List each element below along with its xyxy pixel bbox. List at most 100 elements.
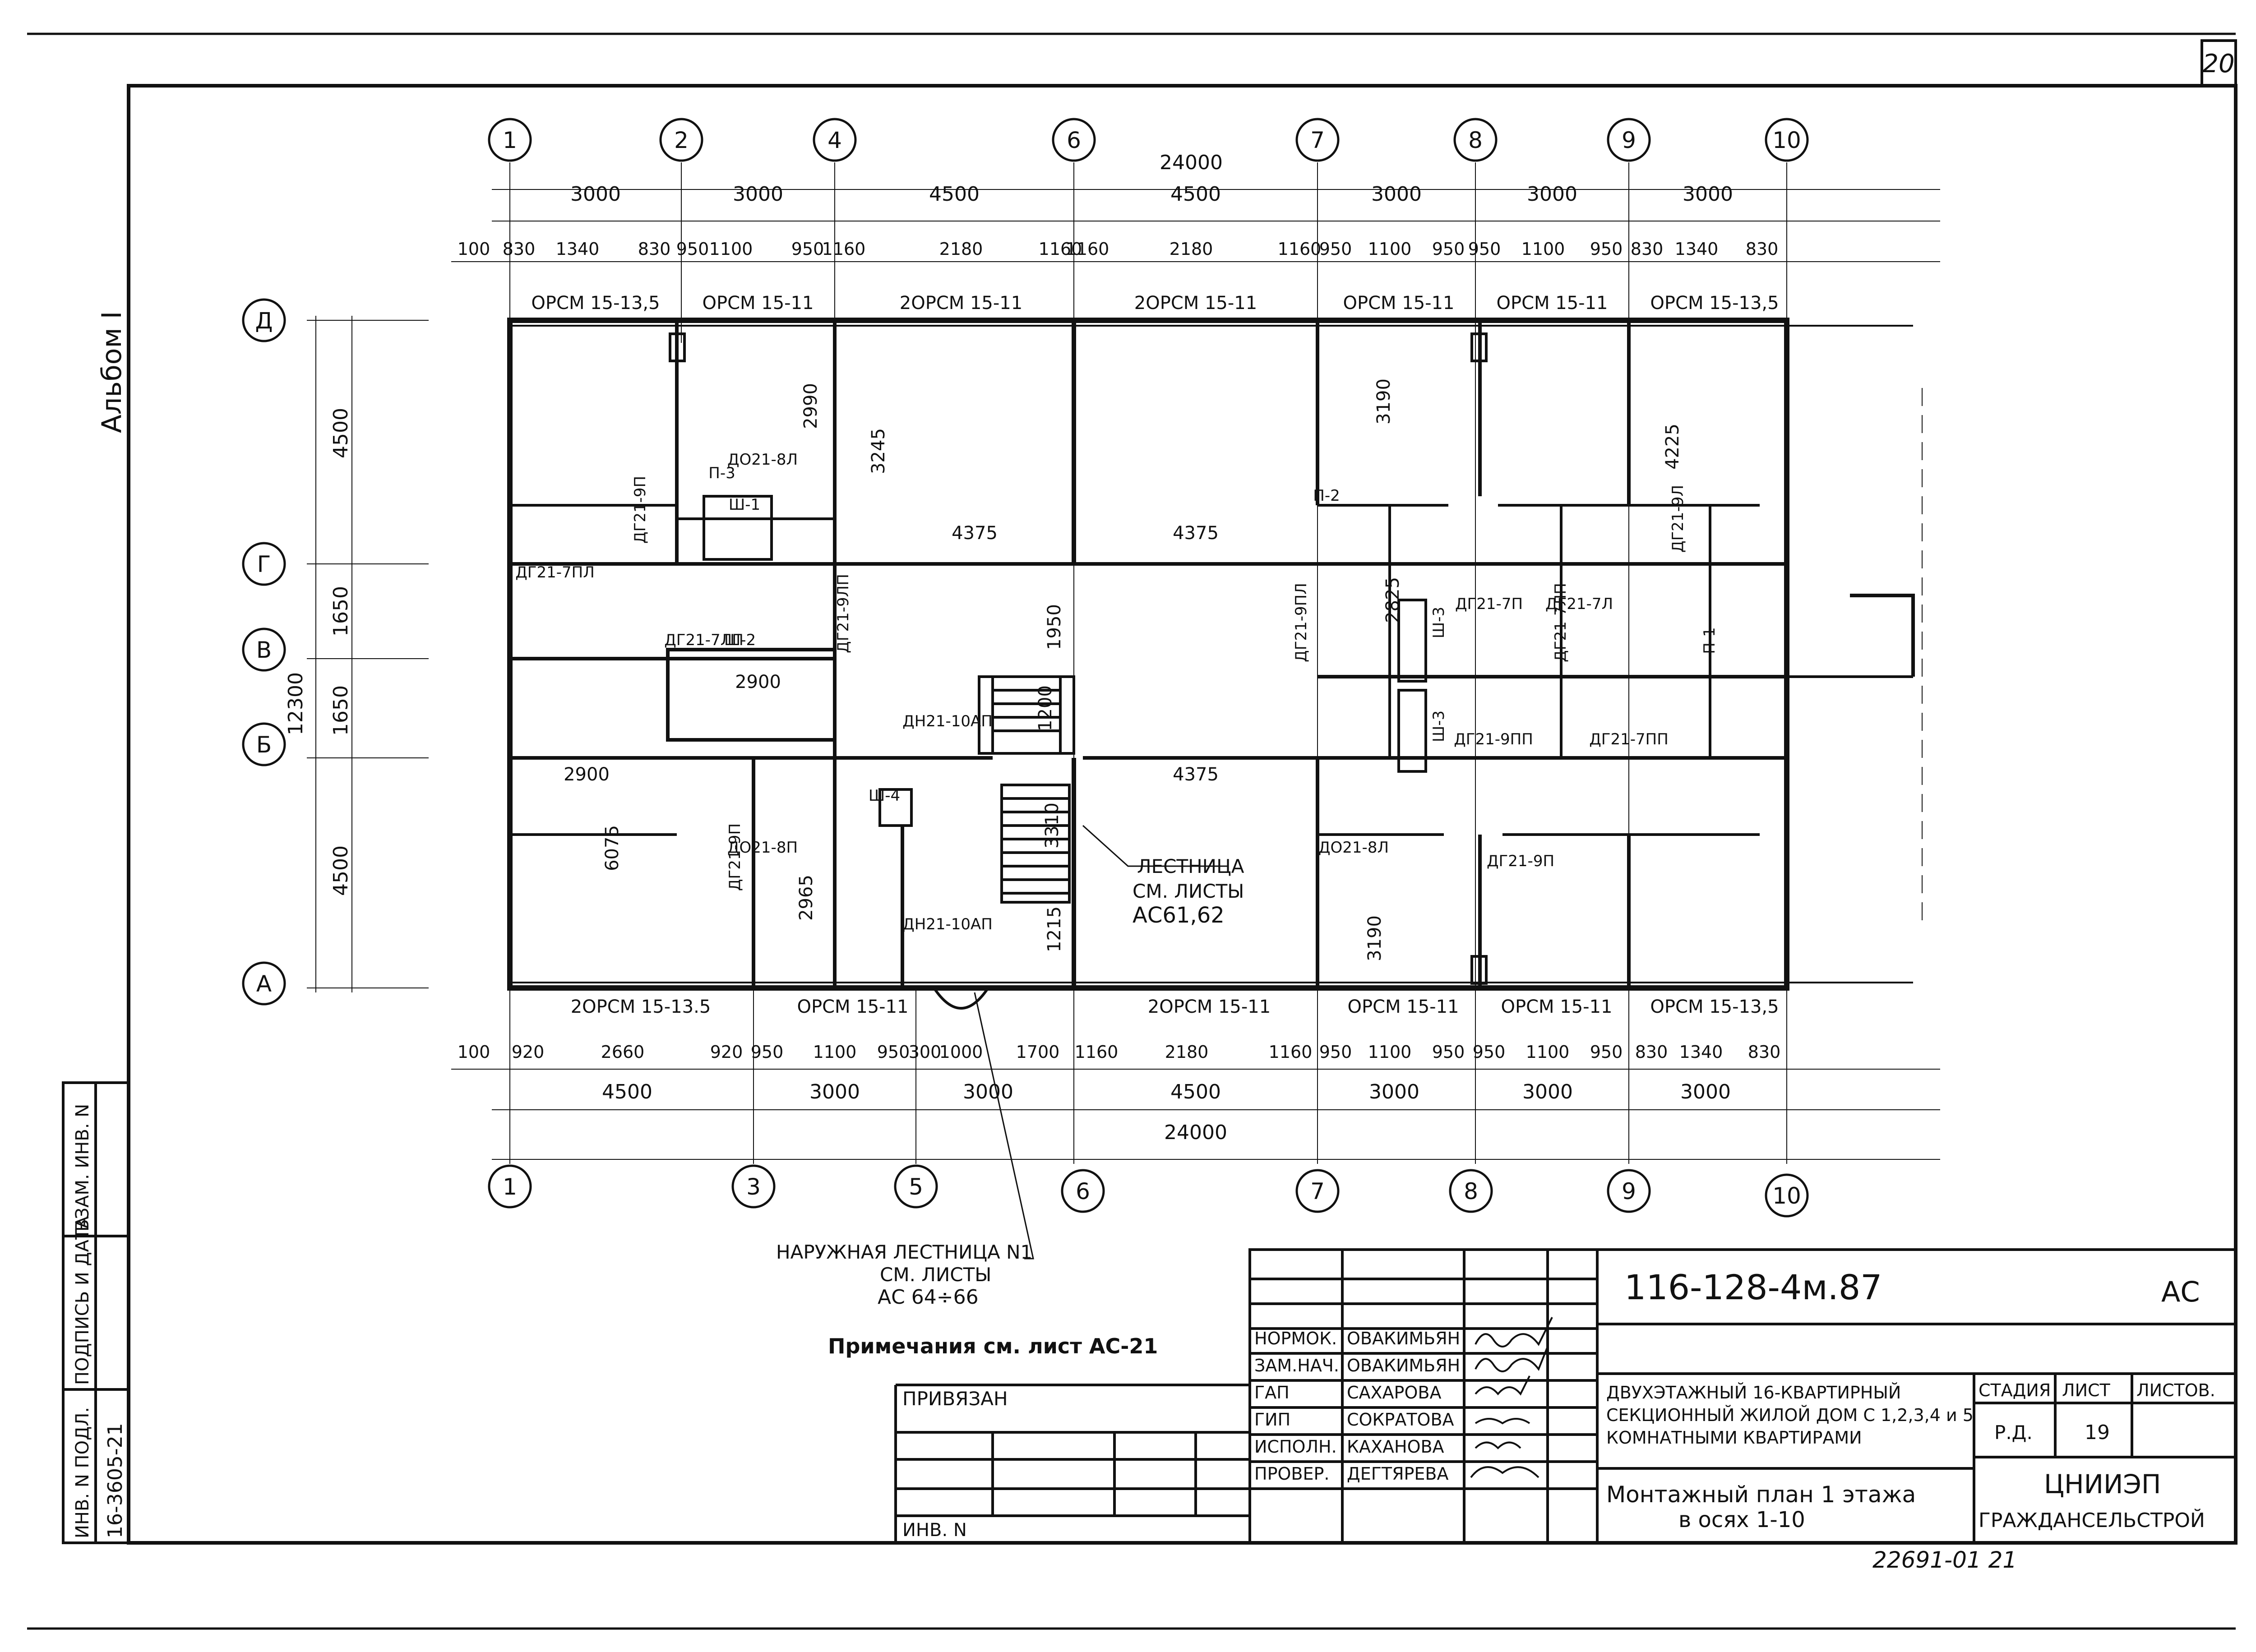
dim-top-bay: 3000 — [1683, 183, 1733, 206]
role-label: ПРОВЕР. — [1254, 1464, 1329, 1484]
partition-label: Ш-3 — [1430, 711, 1448, 742]
axis-label-top: 8 — [1468, 127, 1483, 153]
dim-top-detail: 2180 — [939, 239, 983, 259]
axis-label-bottom: 3 — [746, 1174, 761, 1200]
dim-bottom-detail: 1100 — [1526, 1042, 1570, 1062]
dim-bottom-bay: 3000 — [1522, 1080, 1573, 1103]
window-label-top: ОРСМ 15-11 — [703, 293, 814, 314]
building-desc-2: СЕКЦИОННЫЙ ЖИЛОЙ ДОМ С 1,2,3,4 и 5 — [1606, 1405, 1974, 1425]
dim-bottom-bay: 3000 — [1680, 1080, 1731, 1103]
role-name: ДЕГТЯРЕВА — [1347, 1464, 1448, 1484]
stamp-inv-value: 16-3605-21 — [104, 1423, 127, 1538]
dim-bottom-detail: 1160 — [1269, 1042, 1313, 1062]
outdoor-stair-line1: НАРУЖНАЯ ЛЕСТНИЦА N1 — [776, 1241, 1032, 1263]
axis-bubbles-top — [488, 118, 1809, 162]
sheet-label: ЛИСТ — [2062, 1380, 2111, 1400]
building-desc-1: ДВУХЭТАЖНЫЙ 16-КВАРТИРНЫЙ — [1606, 1383, 1901, 1403]
partition-label: Ш-3 — [1430, 607, 1448, 638]
role-label: ЗАМ.НАЧ. — [1254, 1356, 1339, 1375]
title-block-frame — [894, 1248, 2237, 1544]
dim-bottom-detail: 100 — [458, 1042, 490, 1062]
interior-dim: 3245 — [868, 428, 889, 474]
partition-label: П-1 — [1701, 627, 1719, 654]
role-label: ГИП — [1254, 1410, 1290, 1430]
stamp-sign-label: ПОДПИСЬ И ДАТА — [72, 1216, 93, 1385]
stage-value: Р.Д. — [1994, 1421, 2033, 1444]
window-label-bottom: ОРСМ 15-11 — [1348, 997, 1459, 1017]
door-label: ДГ21-9П — [631, 476, 649, 544]
axis-bubbles-left — [242, 298, 286, 1006]
partition-label: Ш-1 — [729, 496, 760, 514]
dim-left: 1650 — [329, 685, 352, 736]
dim-top-detail: 1160 — [822, 239, 866, 259]
album-label: Альбом I — [96, 311, 128, 434]
dim-top-overall: 24000 — [1160, 151, 1223, 174]
door-label: ДГ21-7ЛП — [1552, 583, 1570, 662]
axis-label-bottom: 1 — [503, 1174, 517, 1200]
window-label-top: 2ОРСМ 15-11 — [900, 293, 1022, 314]
door-label: ДГ21-7П — [1455, 595, 1523, 613]
bound-label: ПРИВЯЗАН — [902, 1388, 1008, 1410]
window-label-top: ОРСМ 15-13,5 — [531, 293, 660, 314]
dim-left-overall: 12300 — [284, 672, 307, 735]
axis-label-left: А — [256, 971, 272, 997]
dim-top-detail: 950 — [1590, 239, 1623, 259]
axis-label-top: 4 — [828, 127, 842, 153]
axis-label-bottom: 7 — [1310, 1178, 1325, 1204]
dim-top-detail: 1100 — [1521, 239, 1565, 259]
outdoor-stair-line2: СМ. ЛИСТЫ — [880, 1264, 991, 1286]
window-label-bottom: 2ОРСМ 15-11 — [1148, 997, 1271, 1017]
door-label: ДО21-8Л — [727, 451, 798, 469]
axis-label-top: 10 — [1772, 127, 1801, 153]
door-label: ДГ21-7Л — [1545, 595, 1613, 613]
dim-bottom-bay: 4500 — [1170, 1080, 1221, 1103]
dim-top-bay: 4500 — [929, 183, 980, 206]
remark-note: Примечания см. лист АС-21 — [828, 1334, 1158, 1358]
dim-bottom-detail: 300 — [909, 1042, 942, 1062]
dim-bottom-bay: 3000 — [963, 1080, 1013, 1103]
role-label: ГАП — [1254, 1383, 1290, 1403]
axis-label-top: 1 — [503, 127, 517, 153]
dim-top-bay: 3000 — [733, 183, 783, 206]
interior-dim: 1200 — [1035, 685, 1056, 731]
dim-top-detail: 1100 — [1368, 239, 1412, 259]
door-label: ДГ21-9П — [1487, 852, 1554, 870]
dim-top-detail: 100 — [458, 239, 490, 259]
dim-left: 4500 — [329, 408, 352, 458]
drawing-title-2: в осях 1-10 — [1678, 1507, 1805, 1532]
axis-label-top: 6 — [1067, 127, 1081, 153]
dim-bottom-detail: 950 — [751, 1042, 784, 1062]
interior-dim: 2990 — [800, 383, 821, 429]
interior-dim: 6075 — [602, 825, 623, 871]
left-stamp — [62, 1081, 130, 1544]
dim-bottom-bay: 3000 — [809, 1080, 860, 1103]
role-name: ОВАКИМЬЯН — [1347, 1356, 1460, 1375]
copy-number: 22691-01 21 — [1872, 1547, 2017, 1573]
dim-bottom-detail: 830 — [1748, 1042, 1781, 1062]
window-label-bottom: ОРСМ 15-11 — [797, 997, 909, 1017]
dim-top-detail: 1100 — [709, 239, 753, 259]
door-label: ДН21-10АП — [902, 712, 993, 730]
door-label: ДГ21-7ПЛ — [515, 563, 595, 581]
axis-label-bottom: 6 — [1076, 1178, 1090, 1204]
axis-label-bottom: 9 — [1622, 1178, 1636, 1204]
sheet-frame — [27, 32, 2238, 1630]
role-name: ОВАКИМЬЯН — [1347, 1329, 1460, 1348]
stage-label: СТАДИЯ — [1979, 1380, 2051, 1400]
dim-bottom-bay: 4500 — [602, 1080, 652, 1103]
dim-top-detail: 830 — [638, 239, 671, 259]
dim-left: 1650 — [329, 586, 352, 637]
window-label-top: ОРСМ 15-11 — [1497, 293, 1608, 314]
partition-label: Ш-4 — [869, 787, 900, 805]
dim-top-bay: 4500 — [1170, 183, 1221, 206]
door-label: ДГ21-7ПП — [1589, 730, 1669, 748]
axis-label-left: Г — [257, 551, 271, 577]
stair-note-line1: ЛЕСТНИЦА — [1137, 855, 1244, 877]
interior-dim: 2900 — [564, 764, 610, 785]
window-label-top: 2ОРСМ 15-11 — [1134, 293, 1257, 314]
dim-top-detail: 830 — [503, 239, 536, 259]
dim-bottom-detail: 920 — [710, 1042, 743, 1062]
stamp-replace-label: ВЗАМ. ИНВ. N — [72, 1104, 93, 1232]
window-label-top: ОРСМ 15-11 — [1343, 293, 1455, 314]
axis-bubbles-bottom — [488, 1164, 1809, 1218]
